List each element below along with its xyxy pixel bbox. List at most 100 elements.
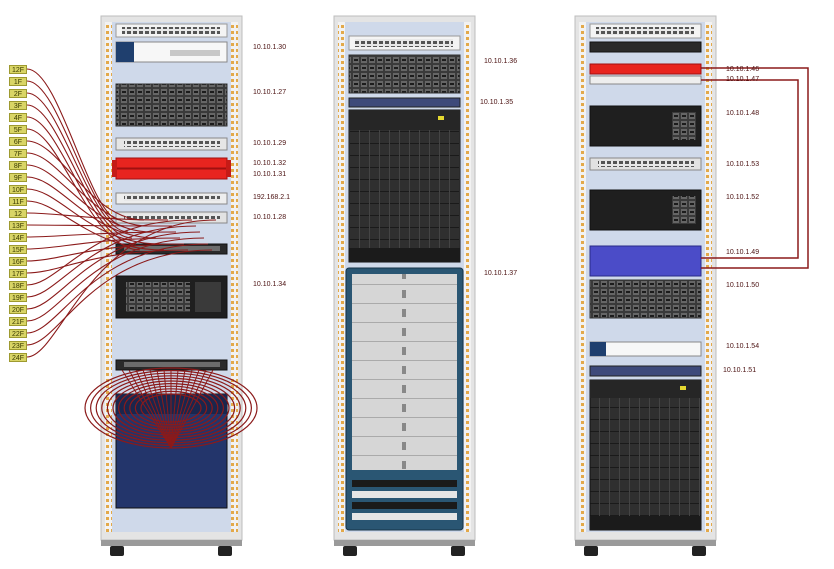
blade-cable-loops — [84, 367, 258, 449]
router-bezel — [116, 42, 134, 62]
patch-panel-ports — [122, 27, 220, 34]
ip-label: 10.10.1.32 — [253, 160, 287, 167]
ip-label: 10.10.1.46 — [726, 66, 760, 73]
cross-connect-inner — [701, 79, 799, 259]
patch-cable — [26, 219, 193, 286]
controller-51 — [589, 365, 702, 377]
patch-cable — [26, 243, 209, 334]
patch-port-label: 23F — [9, 341, 27, 350]
patch-port-label: 22F — [9, 329, 27, 338]
patch-cable — [26, 140, 145, 221]
cable-bundle-line — [163, 369, 172, 449]
switch-47 — [589, 75, 702, 85]
patch-port-label: 12 — [9, 209, 27, 218]
cable-bundle-line — [170, 369, 179, 449]
router-54-bezel — [590, 342, 606, 356]
rack-2-base — [334, 540, 475, 546]
rack-2-caster-right — [451, 546, 465, 556]
switch-192-ports — [124, 195, 220, 201]
rack-1-rail-left — [105, 22, 112, 532]
rack-1-base — [101, 540, 242, 546]
red-device-tab-right — [226, 160, 231, 177]
core-switch-base — [349, 248, 460, 262]
chassis-51-led — [680, 386, 686, 390]
router-vent — [170, 50, 220, 56]
patch-cable — [26, 231, 201, 310]
patch-cable — [26, 152, 149, 227]
cable-bundle-line — [128, 369, 172, 449]
patch-port-label: 10F — [9, 185, 27, 194]
patch-port-label: 12F — [9, 65, 27, 74]
ip-label: 10.10.1.30 — [253, 44, 287, 51]
patch-port-label: 13F — [9, 221, 27, 230]
patch-port-label: 20F — [9, 305, 27, 314]
patch-port-label: 16F — [9, 257, 27, 266]
storage-2u — [115, 83, 228, 127]
ip-label: 10.10.1.50 — [726, 282, 760, 289]
ip-label: 10.10.1.47 — [726, 76, 760, 83]
rack-3-caster-right — [692, 546, 706, 556]
patch-cable — [26, 219, 217, 358]
patch-port-label: 18F — [9, 281, 27, 290]
red-firewall-1 — [115, 157, 228, 169]
ip-label: 10.10.1.49 — [726, 249, 760, 256]
big-chassis-fan-3 — [352, 502, 457, 509]
patch-panel-r2-ports — [355, 39, 453, 47]
patch-port-label: 6F — [9, 137, 27, 146]
server-52-panel — [672, 196, 696, 224]
rack-2-rail-left — [338, 22, 345, 532]
chassis-51 — [589, 379, 702, 531]
switch-r3-black — [589, 41, 702, 53]
patch-port-label: 3F — [9, 101, 27, 110]
patch-cable — [26, 104, 133, 239]
rack-1-caster-left — [110, 546, 124, 556]
blade-49 — [589, 245, 702, 277]
rack-1-rail-right — [231, 22, 238, 532]
patch-panel-black-ports — [124, 246, 220, 251]
ip-label: 10.10.1.31 — [253, 171, 287, 178]
rack-3-base — [575, 540, 716, 546]
rack-1 — [100, 15, 243, 556]
ip-label: 10.10.1.28 — [253, 214, 287, 221]
ip-label: 10.10.1.27 — [253, 89, 287, 96]
patch-cable — [26, 224, 173, 227]
patch-cable — [26, 225, 197, 298]
patch-port-label: 15F — [9, 245, 27, 254]
router-54 — [589, 341, 702, 357]
ip-label: 10.10.1.53 — [726, 161, 760, 168]
red-device-tab-left — [112, 160, 117, 177]
rack-2-caster-left — [343, 546, 357, 556]
big-chassis-fan-1 — [352, 480, 457, 487]
switch-ports — [124, 141, 220, 147]
patch-cables-left — [26, 68, 217, 358]
cable-bundle-line — [170, 369, 186, 449]
patch-port-label: 19F — [9, 293, 27, 302]
cable-bundle-line — [149, 369, 172, 449]
storage-50 — [589, 279, 702, 319]
server-4u-drives — [126, 282, 190, 312]
patch-port-label: 4F — [9, 113, 27, 122]
patch-cable — [26, 237, 205, 322]
ip-label: 10.10.1.34 — [253, 281, 287, 288]
patch-port-label: 17F — [9, 269, 27, 278]
controller-1u — [348, 97, 461, 108]
patch-cable — [26, 237, 181, 250]
cable-bundle-line — [156, 369, 172, 449]
ip-label: 10.10.1.48 — [726, 110, 760, 117]
ip-label: 10.10.1.36 — [484, 58, 518, 65]
red-firewall-2 — [115, 168, 228, 180]
ip-label: 10.10.1.37 — [484, 270, 518, 277]
ip-label: 10.10.1.29 — [253, 140, 287, 147]
patch-port-label: 9F — [9, 173, 27, 182]
patch-panel-lower-ports — [124, 362, 220, 367]
ip-label: 10.10.1.35 — [480, 99, 514, 106]
server-4u-panel — [195, 282, 221, 312]
patch-panel-r3-ports — [596, 27, 694, 35]
switch-28-ports — [124, 214, 220, 220]
rack-1-caster-right — [218, 546, 232, 556]
chassis-51-base — [590, 516, 701, 530]
cable-bundle-line — [170, 369, 207, 449]
cable-bundle-line — [121, 369, 172, 449]
big-chassis-fan-4 — [352, 513, 457, 520]
